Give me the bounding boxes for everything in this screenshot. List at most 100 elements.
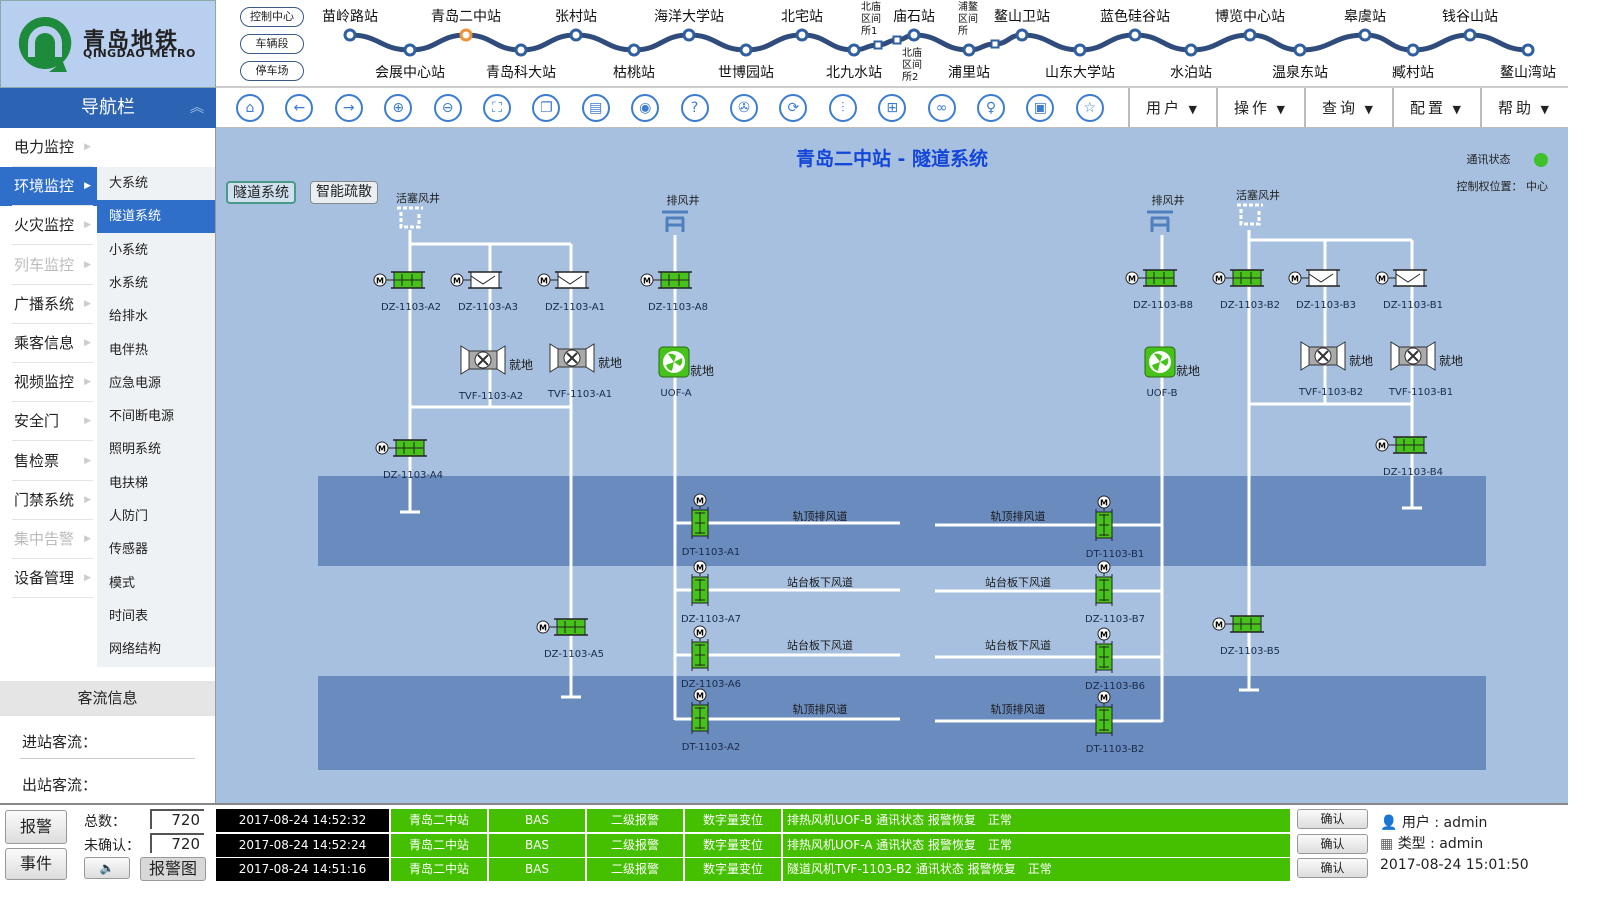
station-14[interactable] bbox=[990, 39, 1000, 49]
nav-item-2[interactable]: 火灾监控▶ bbox=[0, 206, 97, 246]
exhaust-shaft[interactable]: 排风井 bbox=[662, 193, 700, 232]
station-23[interactable]: 钱谷山站 bbox=[1442, 9, 1498, 42]
piston-shaft[interactable]: 活塞风井 bbox=[396, 191, 440, 229]
damper[interactable]: MDZ-1103-B5 bbox=[1212, 615, 1280, 657]
station-24[interactable]: 鳌山湾站 bbox=[1500, 43, 1556, 81]
tab-smart-evacuation[interactable]: 智能疏散 bbox=[310, 181, 378, 204]
station-20[interactable]: 温泉东站 bbox=[1272, 43, 1328, 81]
nav-item-1[interactable]: 环境监控▶ bbox=[0, 167, 97, 207]
damper[interactable]: MDZ-1103-A5 bbox=[536, 618, 604, 660]
home-icon[interactable]: ⌂ bbox=[236, 94, 264, 122]
damper[interactable]: MDZ-1103-B4 bbox=[1375, 436, 1443, 478]
subnav-item-0[interactable]: 大系统 bbox=[109, 176, 149, 191]
menu-3[interactable]: 配置 ▼ bbox=[1392, 88, 1480, 128]
substation-label-beimiao-2[interactable]: 北庙区间所2 bbox=[902, 48, 922, 83]
subnav-item-9[interactable]: 电扶梯 bbox=[109, 475, 149, 491]
damper[interactable]: MDZ-1103-A2 bbox=[373, 271, 441, 313]
station-1[interactable]: 会展中心站 bbox=[375, 43, 445, 81]
damper[interactable]: MDT-1103-A2 bbox=[682, 688, 741, 753]
forward-icon[interactable]: → bbox=[334, 94, 363, 122]
back-icon[interactable]: ← bbox=[285, 94, 314, 122]
station-0[interactable]: 苗岭路站 bbox=[322, 9, 378, 42]
exhaust-shaft[interactable]: 排风井 bbox=[1147, 193, 1185, 232]
menu-1[interactable]: 操作 ▼ bbox=[1216, 88, 1304, 128]
subnav-item-7[interactable]: 不间断电源 bbox=[109, 409, 175, 425]
pin-icon[interactable]: ♀ bbox=[977, 94, 1005, 122]
damper[interactable]: MDT-1103-B2 bbox=[1086, 690, 1144, 755]
subnav-item-2[interactable]: 小系统 bbox=[109, 242, 149, 258]
subnav-item-6[interactable]: 应急电源 bbox=[109, 375, 162, 391]
piston-shaft[interactable]: 活塞风井 bbox=[1236, 188, 1280, 226]
station-16[interactable]: 山东大学站 bbox=[1045, 43, 1115, 81]
nav-item-4[interactable]: 广播系统▶ bbox=[0, 285, 97, 324]
damper[interactable]: MDZ-1103-B1 bbox=[1375, 269, 1443, 311]
menu-0[interactable]: 用户 ▼ bbox=[1128, 88, 1216, 128]
subnav-item-4[interactable]: 给排水 bbox=[109, 309, 149, 325]
tab-tunnel-system[interactable]: 隧道系统 bbox=[226, 181, 296, 204]
station-12[interactable]: 庙石站 bbox=[893, 9, 935, 42]
nav-item-5[interactable]: 乘客信息▶ bbox=[0, 324, 97, 363]
nav-item-3[interactable]: 列车监控▶ bbox=[0, 246, 97, 285]
damper[interactable]: MDZ-1103-A1 bbox=[537, 271, 605, 313]
fan-mode-icon[interactable]: ✇ bbox=[730, 94, 758, 122]
subnav-item-14[interactable]: 网络结构 bbox=[109, 642, 162, 658]
station-6[interactable]: 海洋大学站 bbox=[654, 9, 724, 42]
nav-item-7[interactable]: 安全门▶ bbox=[0, 402, 97, 442]
station-7[interactable]: 世博园站 bbox=[718, 43, 774, 81]
mute-button[interactable]: 🔈 bbox=[84, 857, 130, 879]
subnav-item-11[interactable]: 传感器 bbox=[109, 542, 149, 558]
station-18[interactable]: 水泊站 bbox=[1170, 43, 1212, 81]
station-4[interactable]: 张村站 bbox=[555, 9, 597, 42]
fit-icon[interactable]: ⛶ bbox=[483, 94, 511, 122]
station-17[interactable]: 蓝色硅谷站 bbox=[1100, 8, 1170, 42]
subnav-item-1[interactable]: 隧道系统 bbox=[97, 200, 215, 234]
event-button[interactable]: 事件 bbox=[5, 848, 67, 880]
depot-button[interactable]: 车辆段 bbox=[240, 34, 304, 54]
substation-label-puao[interactable]: 浦鳌区间所 bbox=[958, 2, 978, 37]
damper[interactable]: MDZ-1103-A6 bbox=[681, 625, 741, 690]
ack-button[interactable]: 确认 bbox=[1297, 809, 1368, 829]
station-13[interactable]: 浦里站 bbox=[948, 43, 990, 81]
alarm-chart-button[interactable]: 报警图 bbox=[140, 857, 206, 881]
subnav-item-5[interactable]: 电伴热 bbox=[109, 342, 149, 358]
damper[interactable]: MDZ-1103-B3 bbox=[1288, 269, 1356, 311]
zoom-in-icon[interactable]: ⊕ bbox=[384, 94, 413, 122]
subnav-item-3[interactable]: 水系统 bbox=[109, 275, 149, 291]
window-icon[interactable]: ❐ bbox=[532, 94, 561, 122]
damper[interactable]: MDZ-1103-B6 bbox=[1085, 627, 1145, 692]
damper[interactable]: MDT-1103-A1 bbox=[682, 493, 741, 558]
subnav-item-12[interactable]: 模式 bbox=[109, 575, 136, 591]
damper[interactable]: MDZ-1103-A8 bbox=[640, 271, 708, 313]
nav-item-9[interactable]: 门禁系统▶ bbox=[0, 481, 97, 520]
nav-item-0[interactable]: 电力监控▶ bbox=[0, 128, 97, 167]
nav-item-6[interactable]: 视频监控▶ bbox=[0, 363, 97, 403]
damper[interactable]: MDZ-1103-A7 bbox=[681, 560, 741, 625]
subnav-item-8[interactable]: 照明系统 bbox=[109, 442, 162, 458]
damper[interactable]: MDZ-1103-A4 bbox=[375, 439, 443, 481]
nav-item-10[interactable]: 集中告警▶ bbox=[0, 520, 97, 559]
damper[interactable]: MDZ-1103-B2 bbox=[1212, 269, 1280, 311]
subnav-item-10[interactable]: 人防门 bbox=[109, 509, 149, 524]
damper-icon[interactable]: ⫶ bbox=[828, 94, 857, 122]
station-22[interactable]: 臧村站 bbox=[1392, 43, 1434, 81]
parking-yard-button[interactable]: 停车场 bbox=[240, 61, 304, 81]
substation-label-beimiao-1[interactable]: 北庙区间所1 bbox=[861, 2, 881, 37]
lock-icon[interactable]: ▣ bbox=[1026, 94, 1055, 122]
zoom-out-icon[interactable]: ⊖ bbox=[433, 94, 462, 122]
station-10[interactable] bbox=[873, 40, 883, 50]
station-15[interactable]: 鳌山卫站 bbox=[994, 8, 1050, 42]
station-19[interactable]: 博览中心站 bbox=[1215, 8, 1285, 42]
sync-icon[interactable]: ⟳ bbox=[779, 94, 808, 122]
subnav-item-13[interactable]: 时间表 bbox=[109, 608, 149, 624]
nav-item-11[interactable]: 设备管理▶ bbox=[0, 559, 97, 599]
camera-icon[interactable]: ◉ bbox=[631, 94, 660, 122]
link-icon[interactable]: ∞ bbox=[927, 94, 956, 122]
station-8[interactable]: 北宅站 bbox=[781, 9, 823, 42]
station-5[interactable]: 枯桃站 bbox=[613, 43, 655, 81]
station-9[interactable]: 北九水站 bbox=[826, 43, 882, 81]
favorite-icon[interactable]: ☆ bbox=[1075, 94, 1104, 122]
